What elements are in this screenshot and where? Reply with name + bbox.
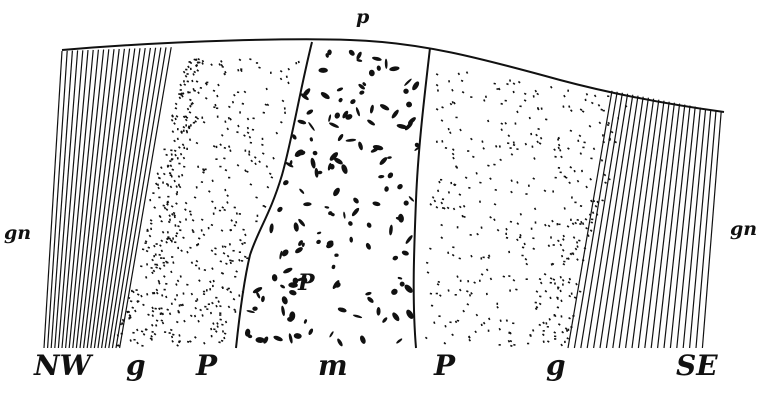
granite-left-dots <box>116 58 201 347</box>
label-g-left: g <box>126 352 146 380</box>
label-p-right: P <box>434 352 455 380</box>
label-gneiss-left: gn <box>4 224 31 243</box>
contact-line-left <box>236 42 312 348</box>
label-center-p: P <box>298 272 315 294</box>
porphyry-left-dots <box>168 58 299 347</box>
label-nw: NW <box>34 352 91 380</box>
label-top-p: p <box>356 8 369 27</box>
porphyry-right-dots <box>425 71 557 347</box>
central-mass-fragments <box>244 49 420 347</box>
label-gneiss-right: gn <box>730 220 757 239</box>
label-se: SE <box>676 352 718 380</box>
label-p-left: P <box>196 352 217 380</box>
label-m: m <box>318 352 348 380</box>
gneiss-right-hatching <box>568 91 721 348</box>
gneiss-left-hatching <box>44 47 171 348</box>
granite-right-dots <box>545 90 627 347</box>
label-g-right: g <box>546 352 566 380</box>
contact-line-right <box>414 48 430 348</box>
